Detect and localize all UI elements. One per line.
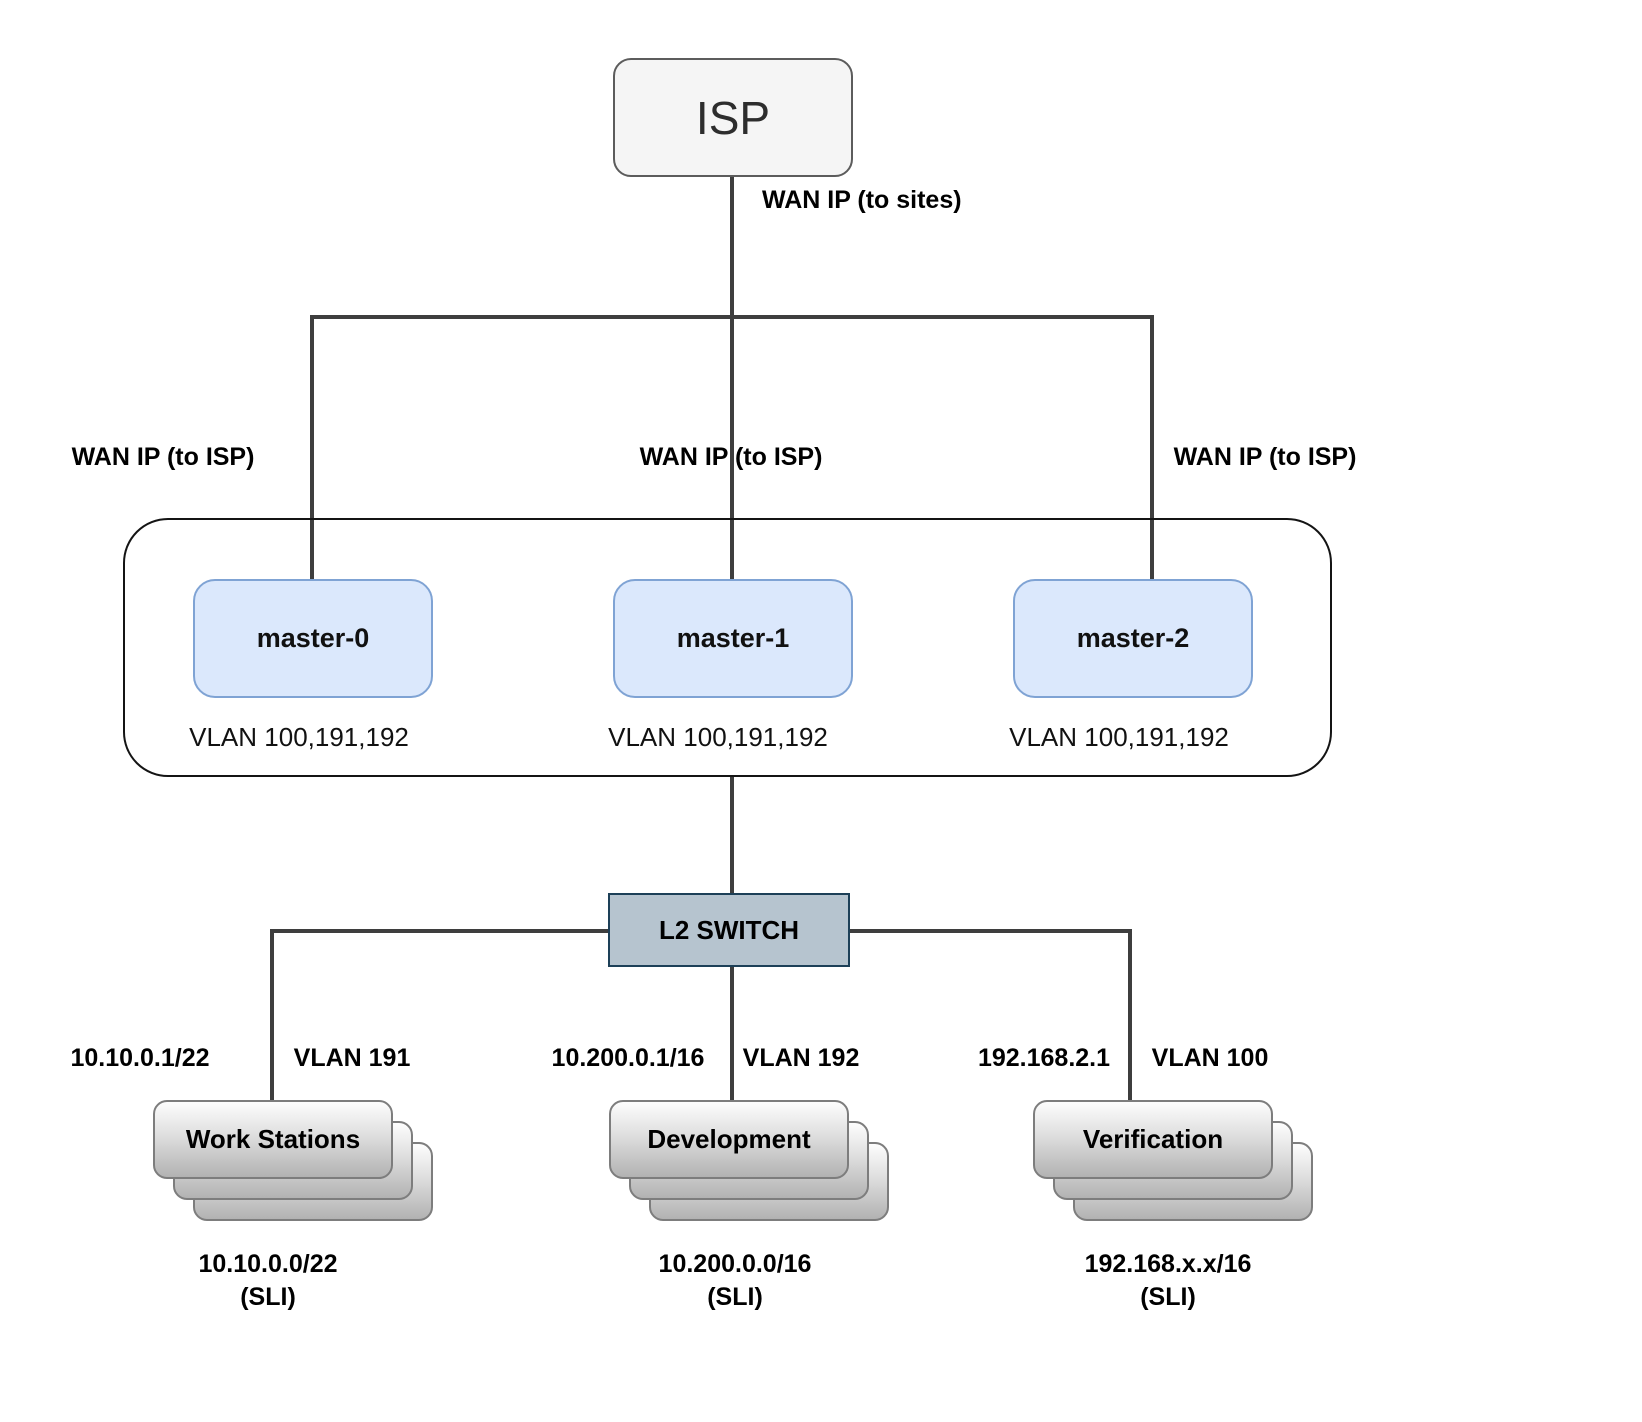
master-1-vlan-label: VLAN 100,191,192 [608,722,828,752]
master-1-node: master-1 [613,579,853,698]
verification-gateway-label: 192.168.2.1 [977,1044,1111,1072]
connector-cluster-to-switch [730,777,734,893]
workstations-label: Work Stations [185,1124,361,1154]
workstations-subnet-label: 10.10.0.0/22 [198,1250,338,1278]
isp-node-label: ISP [695,91,771,144]
connector-bus-to-master-0 [310,315,314,579]
development-subnet-label: 10.200.0.0/16 [658,1250,812,1278]
development-stack: Development [609,1100,889,1221]
connector-isp-to-master-1 [730,177,734,579]
verification-label: Verification [1082,1124,1224,1154]
connector-bus-to-master-2 [1150,315,1154,579]
isp-node: ISP [613,58,853,177]
development-vlan-label: VLAN 192 [742,1044,860,1072]
verification-stack: Verification [1033,1100,1313,1221]
connector-switch-left-branch [270,929,610,933]
verification-subnet-note: (SLI) [1140,1283,1196,1311]
master-0-label: master-0 [256,623,370,653]
workstations-gateway-label: 10.10.0.1/22 [70,1044,210,1072]
wan-to-isp-label-1: WAN IP (to ISP) [639,443,823,471]
verification-subnet-label: 192.168.x.x/16 [1084,1250,1252,1278]
workstations-subnet-note: (SLI) [240,1283,296,1311]
workstations-stack: Work Stations [153,1100,433,1221]
master-2-vlan-label: VLAN 100,191,192 [1009,722,1229,752]
development-gateway-label: 10.200.0.1/16 [551,1044,705,1072]
development-subnet-note: (SLI) [707,1283,763,1311]
wan-to-isp-label-0: WAN IP (to ISP) [71,443,255,471]
l2-switch-label: L2 SWITCH [658,914,800,945]
development-card: Development [609,1100,849,1179]
wan-to-isp-label-2: WAN IP (to ISP) [1173,443,1357,471]
workstations-vlan-label: VLAN 191 [293,1044,411,1072]
master-1-label: master-1 [676,623,790,653]
development-subnet-block: 10.200.0.0/16 (SLI) [659,1248,812,1314]
verification-subnet-block: 192.168.x.x/16 (SLI) [1085,1248,1252,1314]
workstations-subnet-block: 10.10.0.0/22 (SLI) [198,1248,337,1314]
master-0-vlan-label: VLAN 100,191,192 [189,722,409,752]
development-label: Development [647,1124,811,1154]
connector-switch-right-branch [848,929,1132,933]
wan-to-sites-label: WAN IP (to sites) [762,186,962,214]
master-cluster-container [123,518,1332,777]
master-2-node: master-2 [1013,579,1253,698]
connector-wan-bus [310,315,1154,319]
master-0-node: master-0 [193,579,433,698]
l2-switch-node: L2 SWITCH [608,893,850,967]
connector-switch-to-development [730,967,734,1100]
connector-switch-to-workstations [270,929,274,1100]
master-2-label: master-2 [1076,623,1190,653]
verification-vlan-label: VLAN 100 [1151,1044,1269,1072]
workstations-card: Work Stations [153,1100,393,1179]
verification-card: Verification [1033,1100,1273,1179]
connector-switch-to-verification [1128,929,1132,1100]
